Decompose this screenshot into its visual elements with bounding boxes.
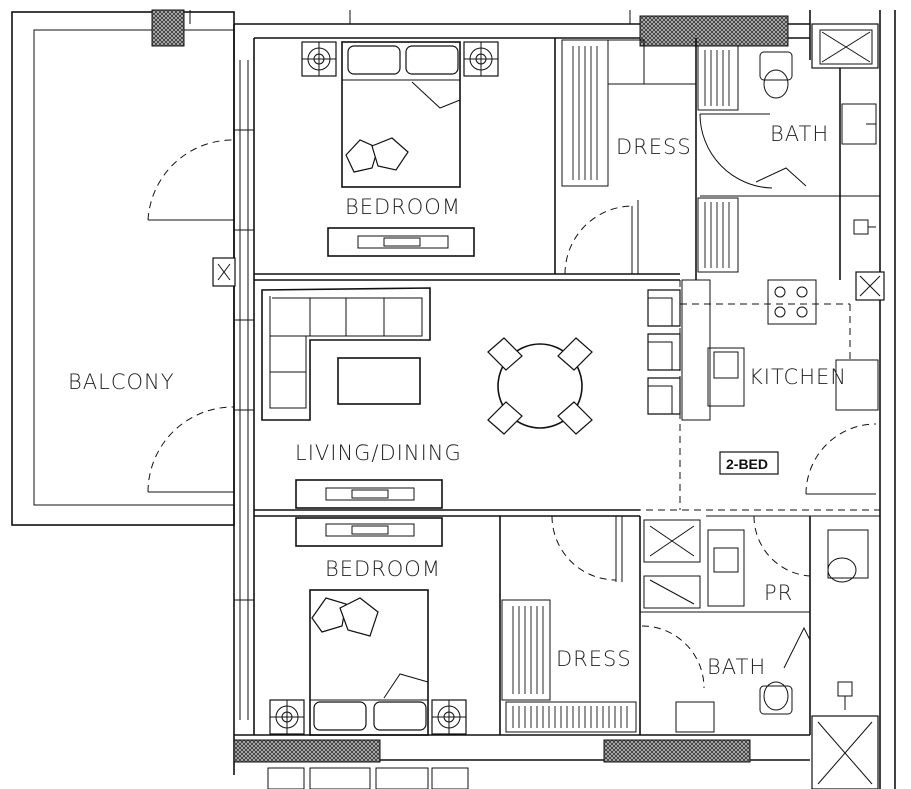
bath-bottom [643, 515, 879, 789]
label-bedroom-bottom: BEDROOM [325, 557, 441, 581]
label-unit-type: 2-BED [726, 456, 768, 472]
structural-columns [151, 9, 789, 763]
label-bath-bottom: BATH [707, 655, 766, 679]
label-powder-room: PR [764, 581, 793, 605]
label-kitchen: KITCHEN [749, 365, 847, 389]
label-dress-bottom: DRESS [556, 647, 632, 671]
label-dress-top: DRESS [616, 135, 692, 159]
bedroom-top [301, 41, 639, 275]
bar-stools [647, 289, 681, 415]
label-balcony: BALCONY [68, 370, 175, 394]
balcony-area [11, 11, 235, 526]
label-living-dining: LIVING/DINING [295, 441, 462, 465]
dress-bottom [501, 599, 705, 733]
kitchen [647, 271, 885, 495]
label-bath-top: BATH [770, 122, 829, 146]
unit-type-badge [719, 451, 779, 475]
dining-chairs [487, 337, 593, 435]
adjacent-unit [267, 767, 469, 789]
living-dining [261, 287, 593, 509]
interior-walls [254, 38, 880, 735]
label-bedroom-top: BEDROOM [345, 195, 461, 219]
dress-top [561, 39, 739, 273]
bedroom-bottom [269, 515, 623, 736]
bath-top [699, 23, 879, 235]
